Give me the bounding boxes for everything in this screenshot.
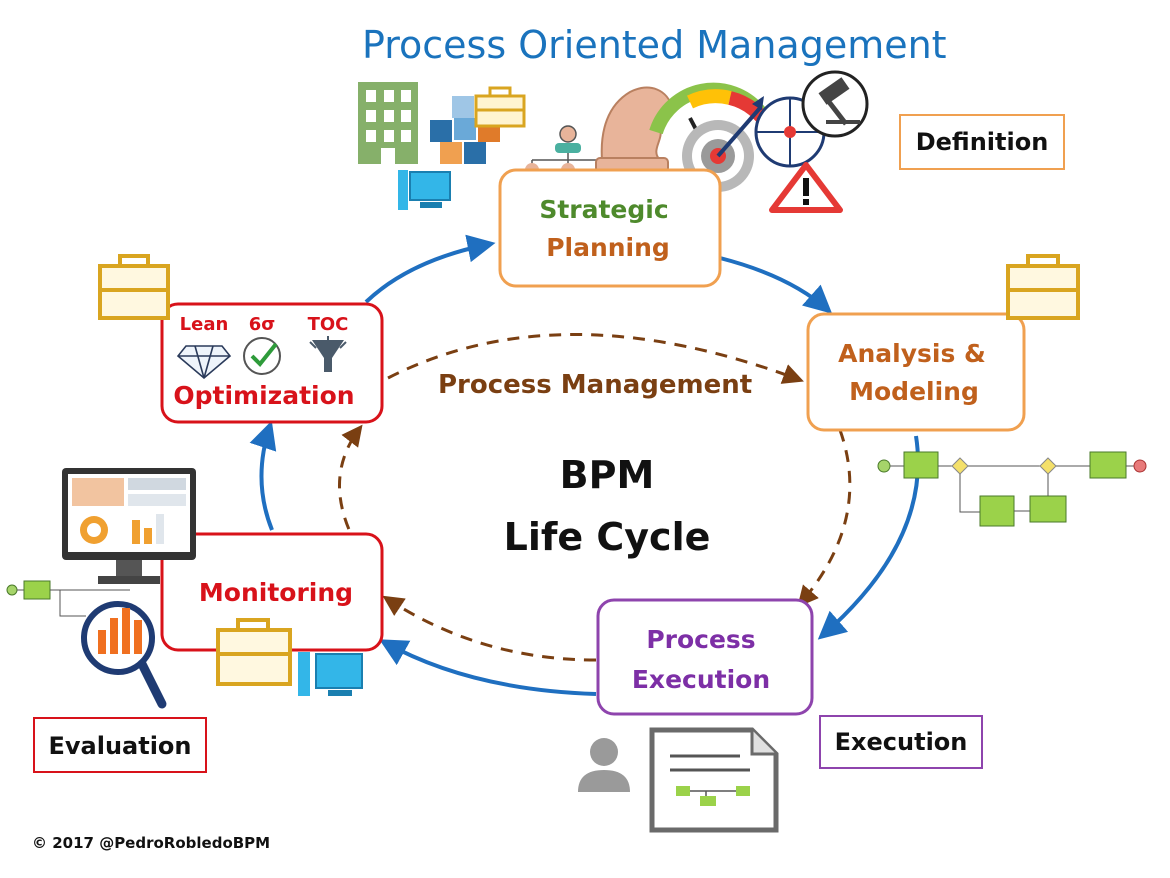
method-six-sigma-label: 6σ [249, 314, 276, 335]
chess-knight-icon [595, 86, 674, 173]
page-title: Process Oriented Management [362, 23, 947, 67]
stage-monitoring: Monitoring [160, 532, 384, 652]
strategic-planning-line1: Strategic [539, 195, 668, 224]
definition-phase-box: Definition [899, 114, 1065, 170]
diamond-icon [176, 345, 232, 380]
definition-phase-label: Definition [916, 128, 1049, 156]
stage-analysis-modeling: Analysis & Modeling [806, 312, 1026, 432]
dashboard-monitor-icon [62, 468, 196, 584]
briefcase-icon-optimization [98, 254, 170, 320]
computer-icon-top [398, 170, 451, 210]
magnifier-chart-icon [81, 601, 167, 709]
center-title-line1: BPM [560, 453, 655, 497]
briefcase-icon-monitoring [216, 618, 292, 686]
process-execution-line1: Process [646, 625, 755, 654]
arrow-optimization-to-strategic [364, 234, 496, 304]
computer-icon-monitoring [298, 652, 363, 696]
monitoring-label: Monitoring [199, 578, 353, 607]
arrow-execution-to-monitoring [379, 639, 597, 696]
user-icon [578, 738, 630, 792]
bpmn-diagram-right [877, 451, 1147, 527]
gavel-icon [801, 70, 869, 138]
stage-process-execution: Process Execution [596, 598, 814, 716]
dashed-arrow-top [387, 333, 804, 384]
arrow-monitoring-to-optimization [249, 420, 277, 531]
stage-strategic-planning: Strategic Planning [498, 168, 722, 288]
building-icon [358, 82, 418, 164]
dashed-arrow-right [797, 429, 852, 608]
process-execution-line2: Execution [632, 665, 770, 694]
stage-optimization: Lean 6σ TOC Optimization [160, 302, 384, 424]
method-toc-label: TOC [308, 314, 349, 335]
optimization-label: Optimization [173, 381, 354, 410]
copyright: © 2017 @PedroRobledoBPM [32, 834, 270, 852]
warning-icon [769, 162, 843, 213]
briefcase-icon-top [474, 86, 526, 128]
checkmark-icon [243, 337, 281, 375]
arrow-strategic-to-analysis [719, 256, 833, 314]
target-icon [682, 96, 764, 192]
method-lean-label: Lean [180, 314, 229, 335]
center-title-line2: Life Cycle [504, 515, 711, 559]
briefcase-icon-analysis [1006, 254, 1080, 320]
analysis-modeling-line1: Analysis & [838, 339, 986, 368]
dashed-arrow-bottom [382, 595, 597, 662]
strategic-planning-line2: Planning [546, 233, 670, 262]
execution-phase-box: Execution [819, 715, 983, 769]
process-management-label: Process Management [438, 370, 752, 400]
evaluation-phase-label: Evaluation [48, 732, 191, 760]
evaluation-phase-box: Evaluation [33, 717, 207, 773]
dashed-arrow-left [338, 424, 363, 549]
document-icon [649, 727, 779, 833]
bpmn-diagram-left [6, 580, 130, 617]
execution-phase-label: Execution [835, 728, 968, 756]
funnel-icon [309, 336, 347, 372]
analysis-modeling-line2: Modeling [849, 377, 979, 406]
